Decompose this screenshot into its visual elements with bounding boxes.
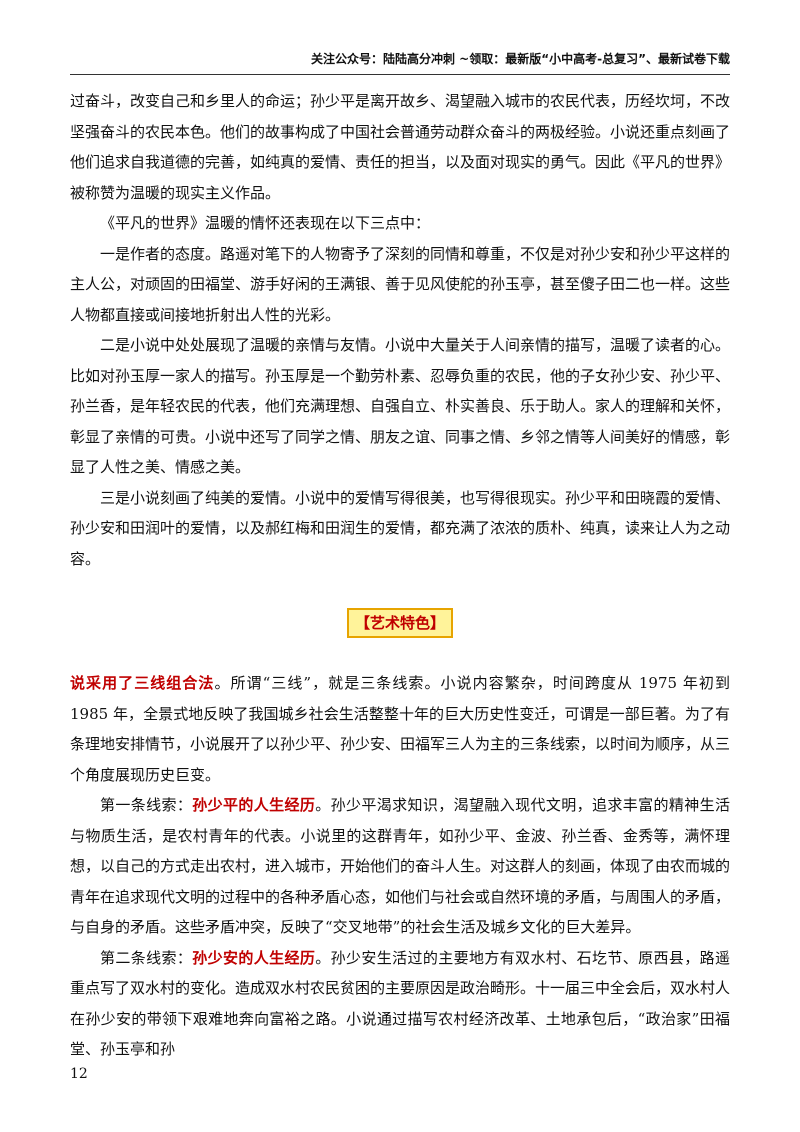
paragraph-continuation: 过奋斗，改变自己和乡里人的命运；孙少平是离开故乡、渴望融入城市的农民代表，历经坎… bbox=[70, 92, 731, 202]
section-heading-art-features: 【艺术特色】 bbox=[346, 608, 453, 638]
emphasis-sun-shaoan: 孙少安的人生经历 bbox=[192, 948, 316, 967]
clue-prefix: 第一条线索： bbox=[100, 796, 193, 814]
section-heading-wrap: 【艺术特色】 bbox=[70, 608, 730, 638]
header-divider bbox=[70, 74, 730, 75]
paragraph-point-one: 一是作者的态度。路遥对笔下的人物寄予了深刻的同情和尊重，不仅是对孙少安和孙少平这… bbox=[70, 244, 731, 324]
emphasis-sun-shaoping: 孙少平的人生经历 bbox=[192, 796, 316, 814]
emphasis-three-line-method: 说采用了三线组合法 bbox=[70, 674, 215, 692]
document-body: 过奋斗，改变自己和乡里人的命运；孙少平是离开故乡、渴望融入城市的农民代表，历经坎… bbox=[70, 86, 730, 1065]
paragraph-point-three: 三是小说刻画了纯美的爱情。小说中的爱情写得很美，也写得很现实。孙少平和田晓霞的爱… bbox=[70, 488, 731, 568]
clue-prefix: 第二条线索： bbox=[100, 948, 193, 967]
paragraph-text: 。所谓“三线”，就是三条线索。小说内容繁杂，时间跨度从 1975 年初到 198… bbox=[70, 674, 731, 784]
paragraph-warmth-intro: 《平凡的世界》温暖的情怀还表现在以下三点中： bbox=[100, 214, 431, 232]
paragraph-second-clue: 第二条线索：孙少安的人生经历。孙少安生活过的主要地方有双水村、石圪节、原西县，路… bbox=[70, 943, 730, 1065]
paragraph-three-line-method: 说采用了三线组合法。所谓“三线”，就是三条线索。小说内容繁杂，时间跨度从 197… bbox=[70, 668, 730, 790]
paragraph-point-two: 二是小说中处处展现了温暖的亲情与友情。小说中大量关于人间亲情的描写，温暖了读者的… bbox=[70, 336, 731, 476]
page-header: 关注公众号：陆陆高分冲刺 ~领取：最新版“小中高考-总复习”、最新试卷下载 bbox=[311, 52, 730, 66]
page-number: 12 bbox=[70, 1066, 88, 1082]
paragraph-text: 。孙少平渴求知识，渴望融入现代文明，追求丰富的精神生活与物质生活，是农村青年的代… bbox=[70, 796, 731, 936]
paragraph-text: 。孙少安生活过的主要地方有双水村、石圪节、原西县，路遥重点写了双水村的变化。造成… bbox=[70, 948, 731, 1059]
paragraph-first-clue: 第一条线索：孙少平的人生经历。孙少平渴求知识，渴望融入现代文明，追求丰富的精神生… bbox=[70, 790, 730, 943]
